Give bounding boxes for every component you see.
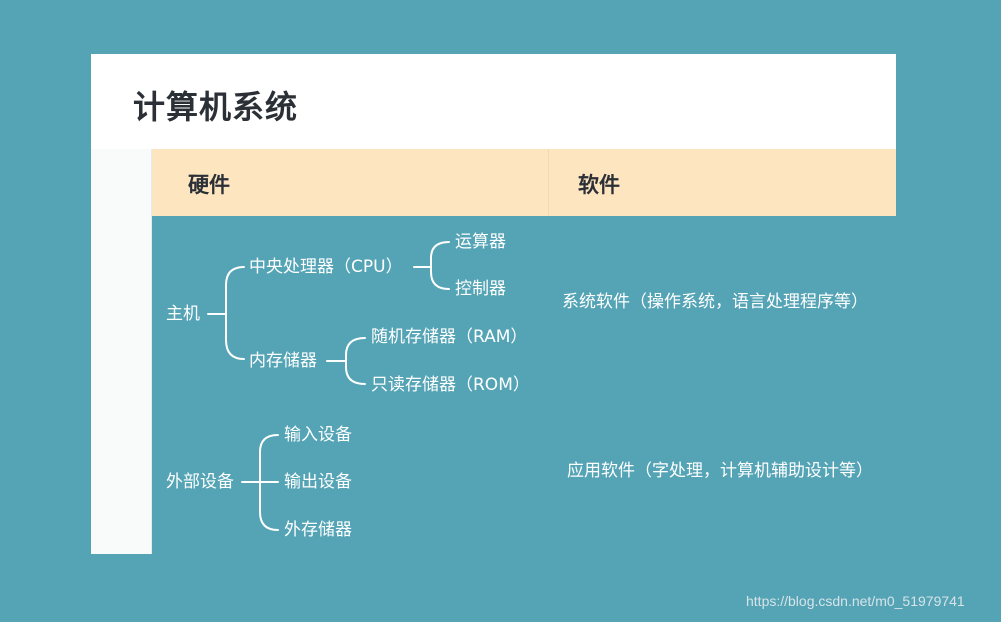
- node-cpu: 中央处理器（CPU）: [249, 257, 403, 277]
- node-ram: 随机存储器（RAM）: [371, 327, 528, 347]
- header-row: 硬件 软件: [152, 149, 896, 216]
- software-application: 应用软件（字处理，计算机辅助设计等）: [567, 461, 873, 481]
- diagram-card: 计算机系统 硬件 软件: [91, 54, 896, 554]
- node-storage: 外存储器: [284, 520, 352, 540]
- watermark: https://blog.csdn.net/m0_51979741: [746, 593, 965, 609]
- node-peripheral: 外部设备: [166, 472, 234, 492]
- node-alu: 运算器: [455, 232, 506, 252]
- page-title: 计算机系统: [133, 88, 299, 126]
- node-control: 控制器: [455, 279, 506, 299]
- header-software: 软件: [578, 173, 620, 197]
- header-divider: [548, 149, 549, 216]
- left-strip: [91, 149, 152, 554]
- title-bar: 计算机系统: [91, 54, 896, 149]
- node-memory: 内存储器: [249, 351, 317, 371]
- header-hardware: 硬件: [188, 173, 230, 197]
- node-host: 主机: [166, 304, 200, 324]
- node-input: 输入设备: [284, 425, 352, 445]
- node-rom: 只读存储器（ROM）: [371, 375, 530, 395]
- node-output: 输出设备: [284, 472, 352, 492]
- software-system: 系统软件（操作系统，语言处理程序等）: [562, 292, 868, 312]
